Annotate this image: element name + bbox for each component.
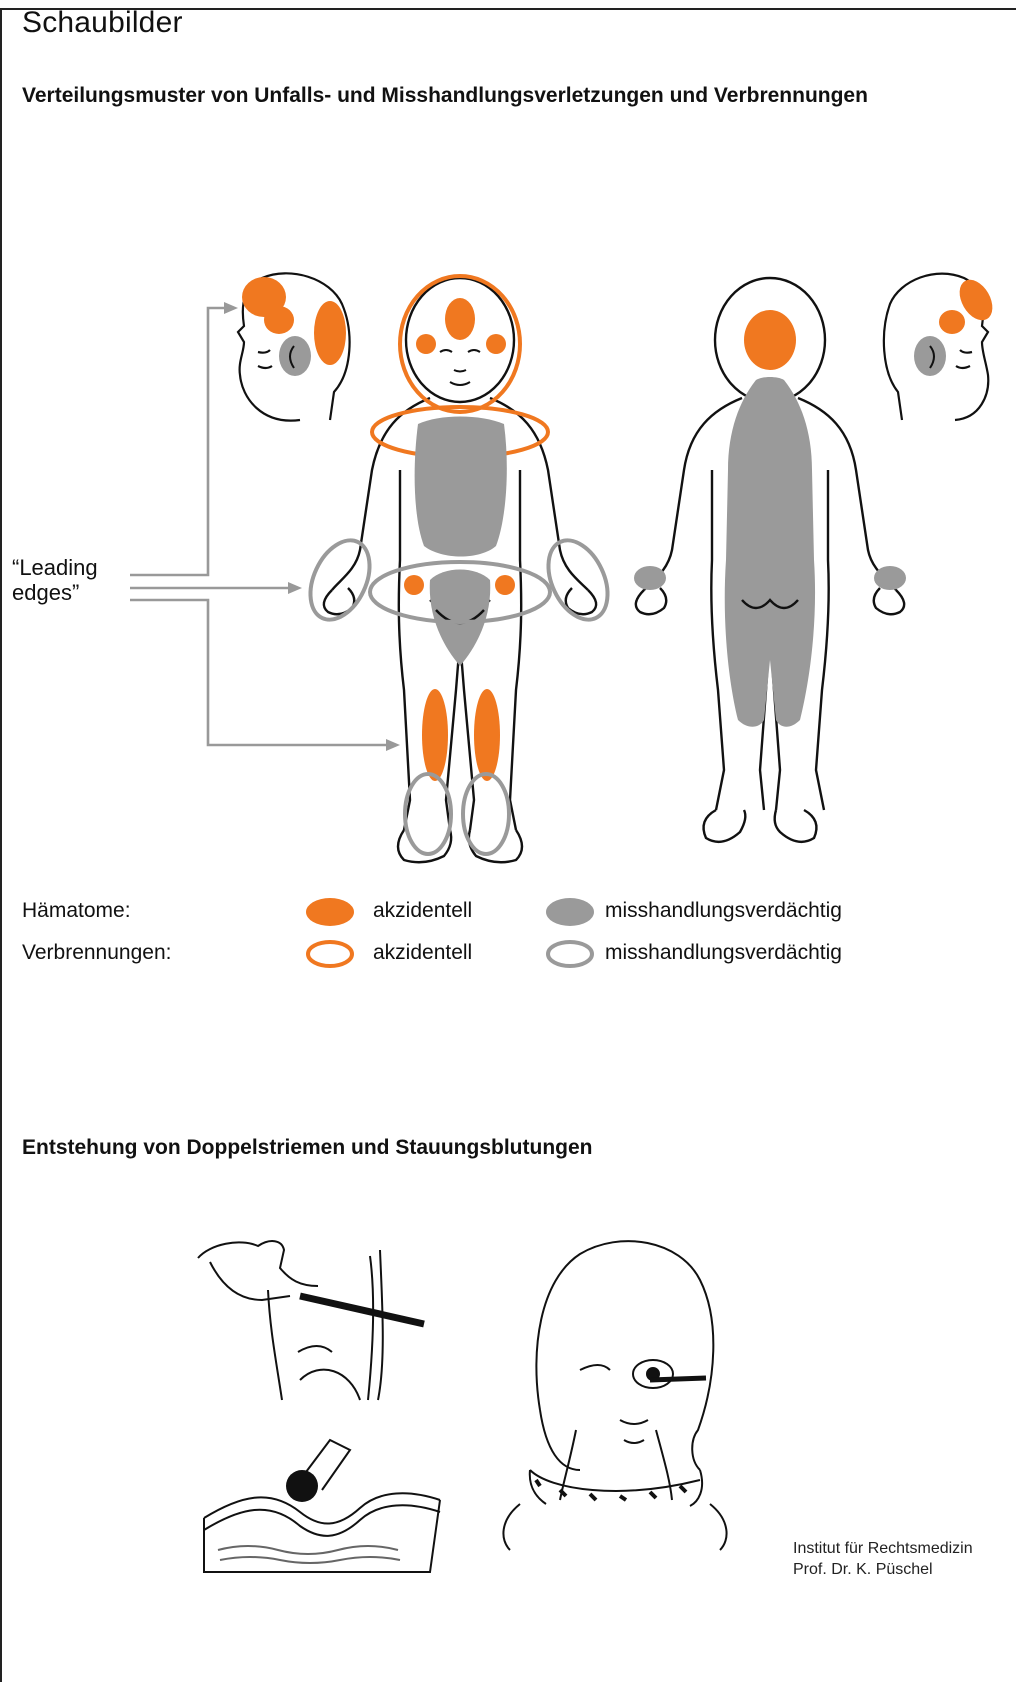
back-hand-gray-left (634, 566, 666, 590)
front-child-face (440, 350, 480, 385)
legend-hematome-accidental: akzidentell (373, 899, 472, 923)
front-shin-orange-left (422, 689, 448, 781)
front-foot-burn-ring-left (405, 774, 451, 854)
leading-edges-line2: edges” (12, 580, 98, 605)
front-head-orange-center (445, 298, 475, 340)
front-hip-orange-left (404, 575, 424, 595)
arrow-heads (224, 302, 400, 751)
front-torso-gray (415, 417, 507, 557)
legend-swatch-accidental-burn (308, 942, 352, 966)
front-head-orange-left (416, 334, 436, 354)
back-hand-gray-right (874, 566, 906, 590)
leading-edges-label: “Leading edges” (12, 555, 98, 605)
front-foot-burn-ring-right (463, 774, 509, 854)
back-spine-gray (725, 377, 815, 727)
credit-line1: Institut für Rechtsmedizin (793, 1538, 973, 1559)
legend-burns-label: Verbrennungen: (22, 941, 171, 965)
skin-cross-section-drawing (204, 1440, 440, 1572)
stick-cross-section-circle (286, 1470, 318, 1502)
stick-strike-drawing (198, 1241, 424, 1400)
front-hip-orange-right (495, 575, 515, 595)
legend-swatch-abuse-burn (548, 942, 592, 966)
strangulation-head-drawing (503, 1241, 726, 1550)
section-heading-double-welts: Entstehung von Doppelstriemen und Stauun… (22, 1136, 593, 1160)
leading-edges-line1: “Leading (12, 555, 98, 580)
front-head-orange-right (486, 334, 506, 354)
back-head-orange (744, 310, 796, 370)
credit-block: Institut für Rechtsmedizin Prof. Dr. K. … (793, 1538, 973, 1580)
profile-left-orange-back (314, 301, 346, 365)
profile-right-orange-mid (939, 310, 965, 334)
legend-hematome-abuse: misshandlungsverdächtig (605, 899, 842, 923)
legend-burns-abuse: misshandlungsverdächtig (605, 941, 842, 965)
front-shin-orange-right (474, 689, 500, 781)
legend-burns-accidental: akzidentell (373, 941, 472, 965)
profile-right-gray-ear (914, 336, 946, 376)
legend-swatch-accidental-hematoma (306, 898, 354, 926)
profile-left-gray-ear (279, 336, 311, 376)
legend-swatch-abuse-hematoma (546, 898, 594, 926)
legend-hematome-label: Hämatome: (22, 899, 131, 923)
leading-edges-arrows (130, 308, 390, 745)
profile-left-orange-mid (264, 306, 294, 334)
credit-line2: Prof. Dr. K. Püschel (793, 1559, 973, 1580)
front-pelvis-gray (430, 570, 491, 667)
